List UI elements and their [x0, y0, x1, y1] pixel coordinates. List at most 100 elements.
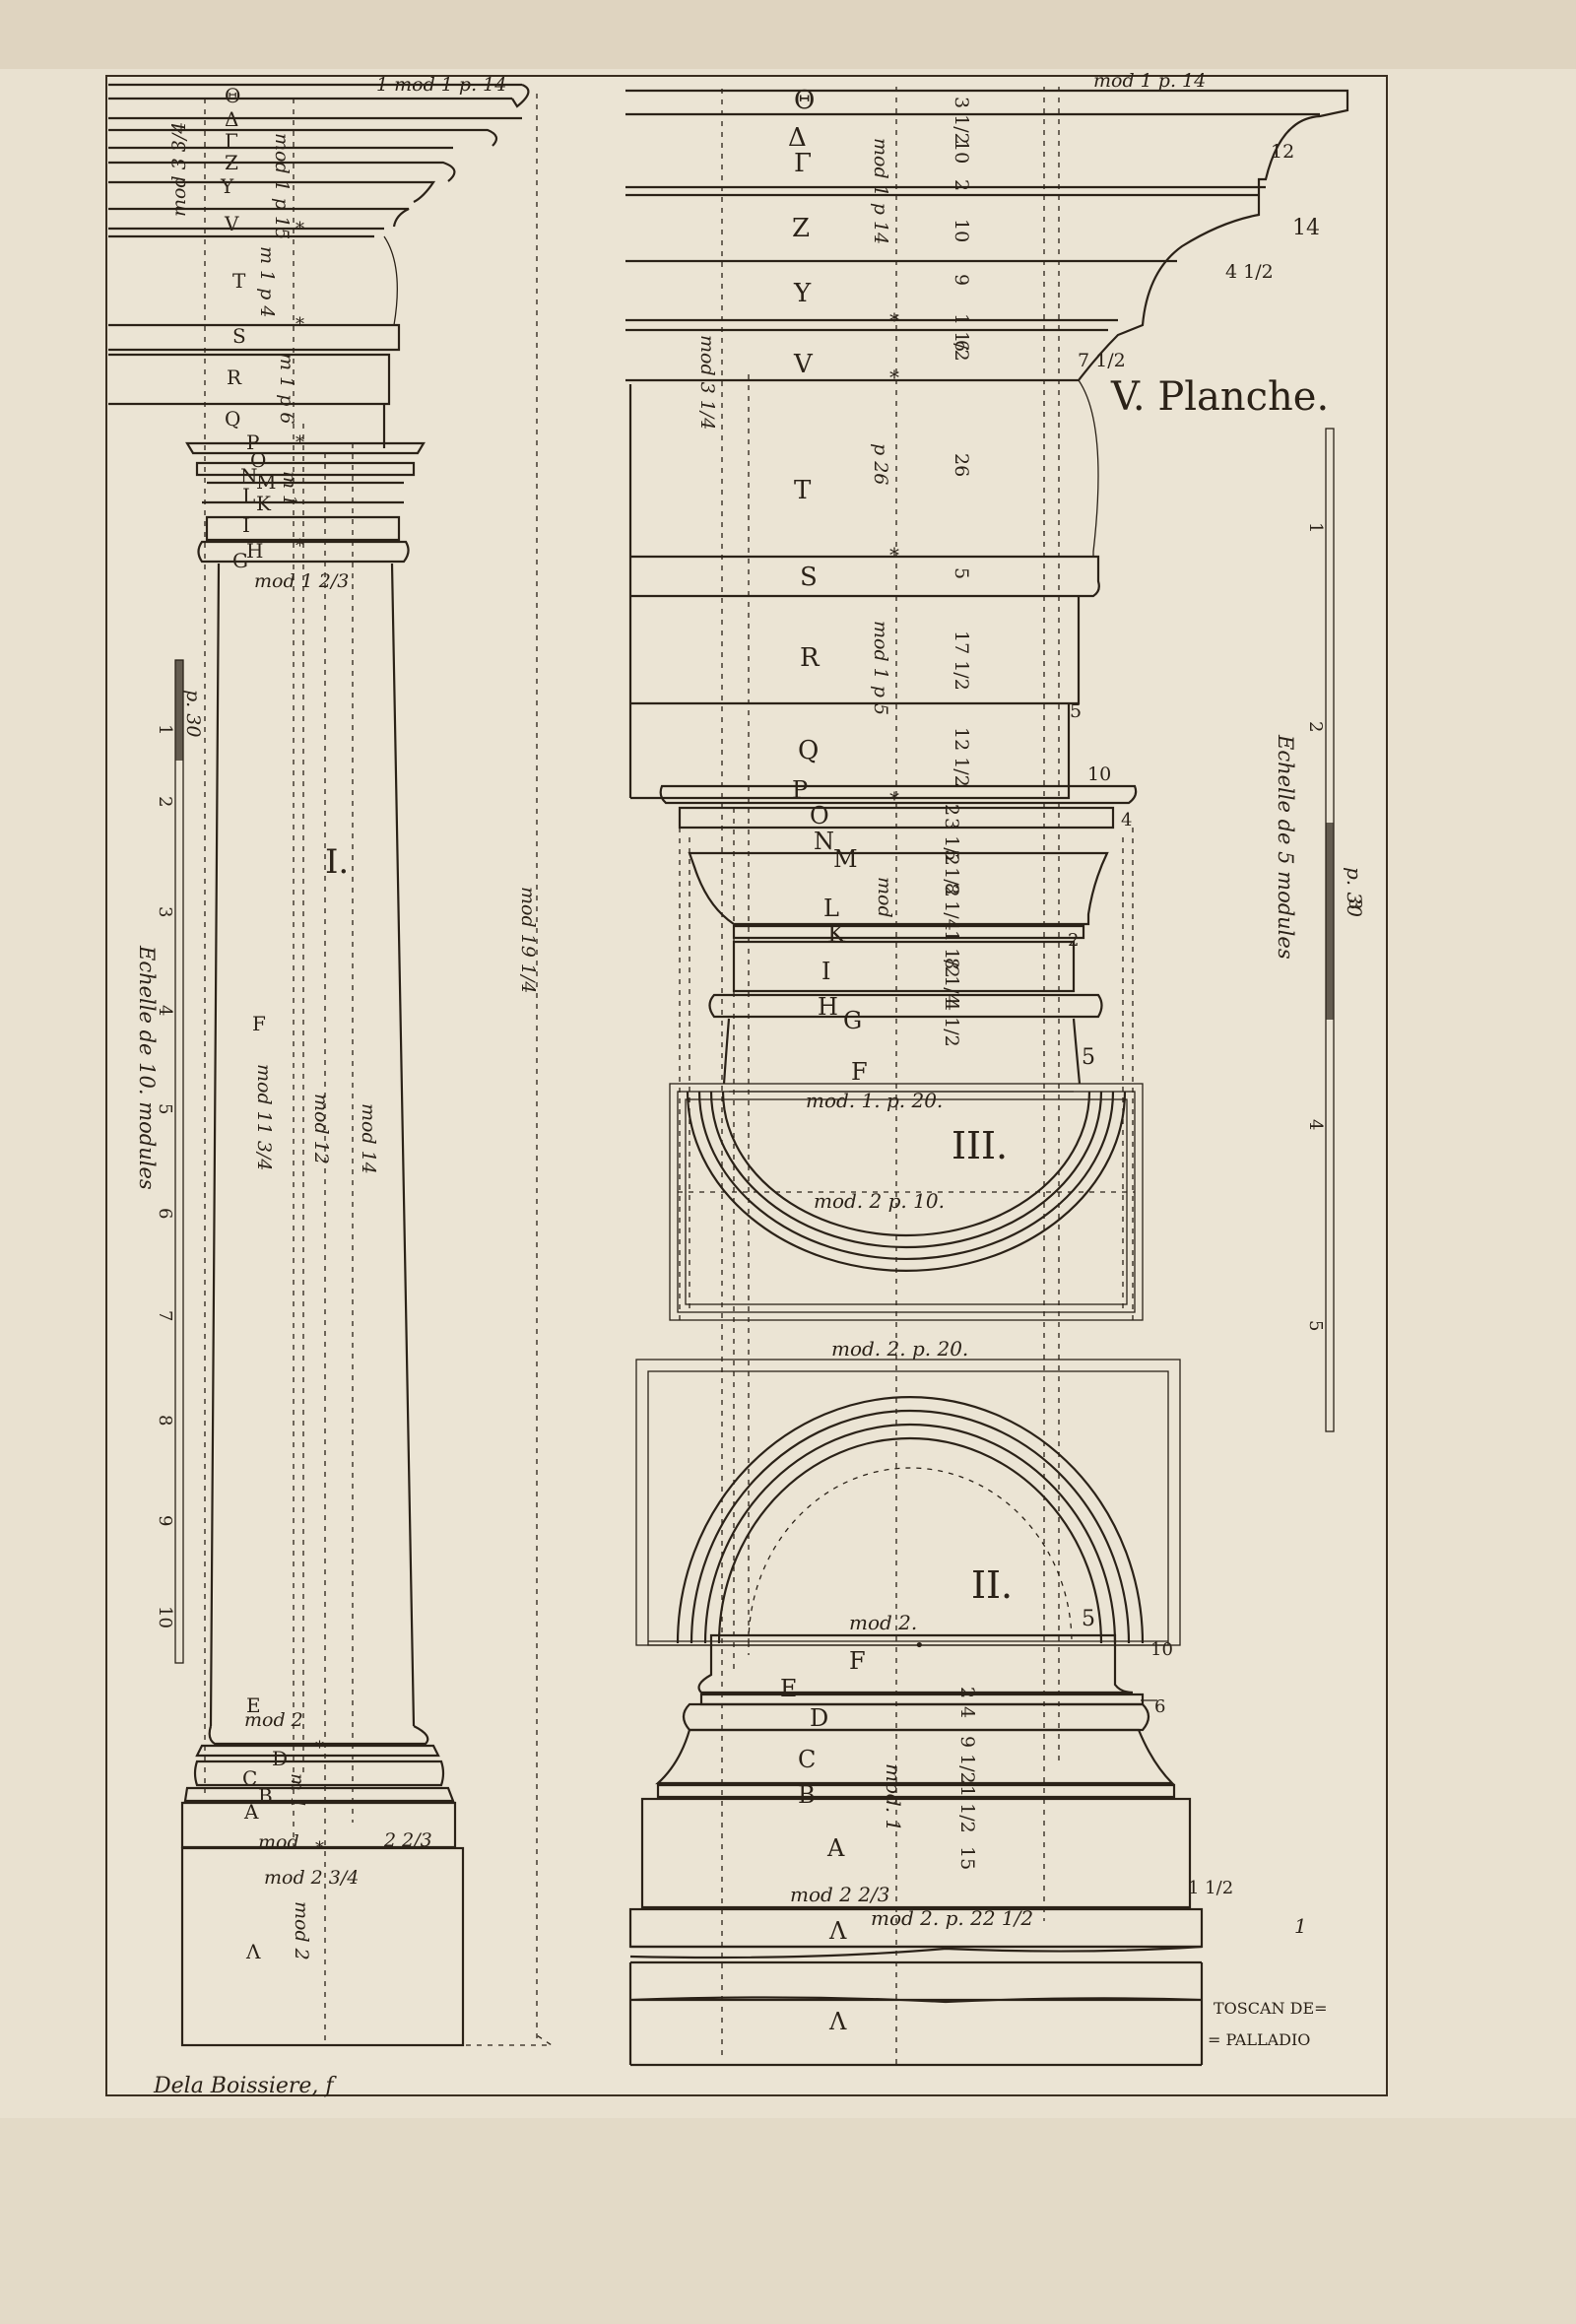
left-scale-tick-6: 6: [155, 1208, 175, 1219]
entablature-letter-q: Q: [798, 736, 819, 765]
capital-letter-f: F: [851, 1058, 868, 1086]
base-num-4: 15: [956, 1846, 978, 1870]
capital-letter-i: I: [821, 958, 830, 985]
entablature-right-2: 4 1/2: [1225, 261, 1274, 283]
left-scale-tick-9: 9: [155, 1515, 175, 1526]
entablature-mod-0: mod 1 p 14: [870, 138, 891, 244]
entablature-top: mod 1 p. 14: [1093, 70, 1206, 92]
base-letter-lambda-1: Λ: [828, 1917, 847, 1945]
right-scale-title: Echelle de 5 modules: [1274, 734, 1297, 960]
left-scale-tick-7: 7: [155, 1310, 175, 1321]
base-letters: F E D C B A Λ Λ: [780, 1647, 866, 2035]
column-letter-delta: Δ: [225, 107, 238, 131]
column-dim-shaft-14: mod 14: [358, 1103, 379, 1174]
column-letter-g: G: [232, 549, 248, 572]
left-scale-tick-8: 8: [155, 1415, 175, 1426]
column-letter-b: B: [258, 1784, 273, 1808]
left-scale-tick-4: 4: [155, 1005, 175, 1016]
left-scale-title: Echelle de 10. modules: [135, 945, 159, 1190]
column-letter-i: I: [242, 513, 250, 537]
base-letter-a: A: [826, 1834, 845, 1862]
column-letter-a: A: [243, 1800, 259, 1824]
capital-letter-l: L: [823, 895, 839, 922]
entablature-num-6: 6: [951, 340, 972, 352]
svg-text:*: *: [315, 1738, 324, 1759]
base-num-1: 4: [956, 1706, 978, 1718]
column-letter-m: M: [256, 470, 276, 494]
entablature-letter-y: Y: [793, 279, 812, 308]
column-letter-y: Y: [220, 174, 234, 198]
entablature-letter-theta: Θ: [794, 86, 815, 115]
base-detail: [628, 1359, 1204, 2067]
left-scale-tick-1: 1: [155, 724, 175, 735]
svg-text:*: *: [889, 308, 899, 332]
capital-letter-n: N: [814, 828, 834, 855]
figure-three-label: III.: [952, 1124, 1008, 1167]
column-letter-o: O: [250, 448, 266, 472]
engraver-signature: Dela Boissiere, f: [153, 2074, 337, 2098]
capital-num-5: 1 1/2: [941, 930, 962, 978]
entablature-letter-t: T: [794, 476, 812, 505]
plate-border: [105, 75, 1388, 2096]
base-num-2: 9 1/2: [956, 1736, 978, 1784]
base-dash: 1: [1294, 1914, 1307, 1938]
column-dim-base-2-2-3: 2 2/3: [383, 1829, 432, 1851]
capital-num-3: mod: [874, 877, 895, 918]
base-letter-f: F: [849, 1647, 866, 1675]
entablature-num-10: 12 1/2: [951, 727, 972, 787]
svg-text:*: *: [296, 314, 304, 335]
column-letter-labels: Θ Δ Γ Z Y V T S R Q P O N M L K I H G F …: [220, 84, 288, 1963]
base-right-numbers: 5 10 6 1 1/2: [1082, 1607, 1233, 1898]
column-letter-z: Z: [225, 151, 238, 174]
column-dim-total: mod 19 1/4: [517, 887, 539, 993]
caption-line-1: TOSCAN DE=: [1214, 1999, 1328, 2018]
capital-right-2: 5: [1082, 1045, 1095, 1070]
entablature-num-1: 10: [951, 140, 972, 164]
right-scale-top-label: p. 30: [1343, 867, 1366, 917]
column-dim-shaft-12: mod 12: [310, 1094, 332, 1164]
caption-line-2: = PALLADIO: [1208, 2030, 1310, 2049]
column-letter-e: E: [246, 1693, 261, 1717]
capital-letter-h: H: [818, 993, 838, 1021]
base-letter-c: C: [798, 1746, 816, 1773]
entablature-letter-v: V: [793, 350, 814, 379]
base-top-dim: mod. 2. p. 20.: [831, 1337, 968, 1361]
column-dim-ped: mod 2 3/4: [264, 1867, 359, 1889]
capital-letter-p: P: [792, 776, 808, 804]
svg-text:*: *: [889, 787, 899, 811]
left-scale-top-label: p. 30: [182, 690, 204, 737]
column-letter-lambda: Λ: [245, 1940, 261, 1963]
entablature-num-9: 17 1/2: [951, 631, 972, 691]
svg-text:*: *: [296, 219, 304, 239]
right-scale-tick-2: 2: [1305, 721, 1326, 732]
base-mod1: mod. 1: [882, 1763, 905, 1831]
base-right-0: 5: [1082, 1607, 1095, 1631]
figure-one-label: I.: [325, 842, 349, 882]
column-dim-arch: m 1 p 6: [276, 353, 297, 424]
base-right-3: 1 1/2: [1188, 1878, 1233, 1898]
left-scale-tick-2: 2: [155, 796, 175, 807]
right-scale-bar: 1 2 3 4 5 p. 30 Echelle de 5 modules: [1274, 428, 1366, 1432]
entablature-num-4: 9: [951, 274, 972, 286]
column-figure-one: * * * * * *: [108, 83, 555, 2047]
base-num-3: 1 1/2: [956, 1785, 978, 1833]
base-right-1: 10: [1150, 1639, 1173, 1660]
entablature-letter-z: Z: [792, 214, 810, 243]
column-dim-base-m1: m 1: [287, 1773, 308, 1809]
column-letter-v: V: [224, 212, 239, 235]
column-dim-base-mod: mod: [258, 1831, 299, 1853]
column-dim-cap: m 1: [279, 471, 300, 506]
column-letter-c: C: [242, 1766, 257, 1790]
base-mod-2-2-3: mod 2 2/3: [790, 1883, 889, 1906]
base-dot: •: [914, 1635, 925, 1656]
column-letter-f: F: [252, 1012, 266, 1035]
column-dim-mod34: mod 3 3/4: [168, 122, 190, 217]
capital-letter-g: G: [843, 1007, 862, 1034]
entablature-num-5: 1 1/2: [951, 313, 972, 362]
column-letter-t: T: [232, 269, 246, 293]
svg-text:*: *: [889, 365, 899, 389]
entablature-right-numbers: 12 14 4 1/2 7 1/2 5 10: [1070, 141, 1320, 785]
column-letter-q: Q: [225, 407, 240, 431]
entablature-right-0: 12: [1271, 141, 1294, 163]
